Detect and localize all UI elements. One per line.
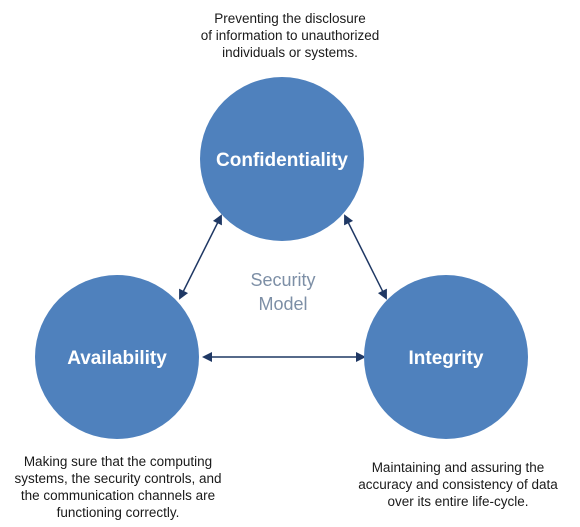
- confidentiality-circle: [200, 77, 364, 241]
- integrity-circle: [364, 275, 528, 439]
- integrity-label: Integrity: [409, 348, 484, 369]
- confidentiality-label: Confidentiality: [216, 150, 348, 171]
- center-label-line1: Security: [250, 270, 315, 290]
- confidentiality-description: Preventing the disclosure of information…: [200, 11, 380, 60]
- arrow-confidentiality-availability: [179, 214, 222, 300]
- availability-description: Making sure that the computing systems, …: [14, 454, 222, 520]
- arrow-confidentiality-integrity: [344, 214, 387, 300]
- availability-circle: [35, 275, 199, 439]
- availability-label: Availability: [67, 348, 167, 369]
- integrity-description: Maintaining and assuring the accuracy an…: [358, 460, 558, 509]
- center-label-line2: Model: [258, 294, 307, 314]
